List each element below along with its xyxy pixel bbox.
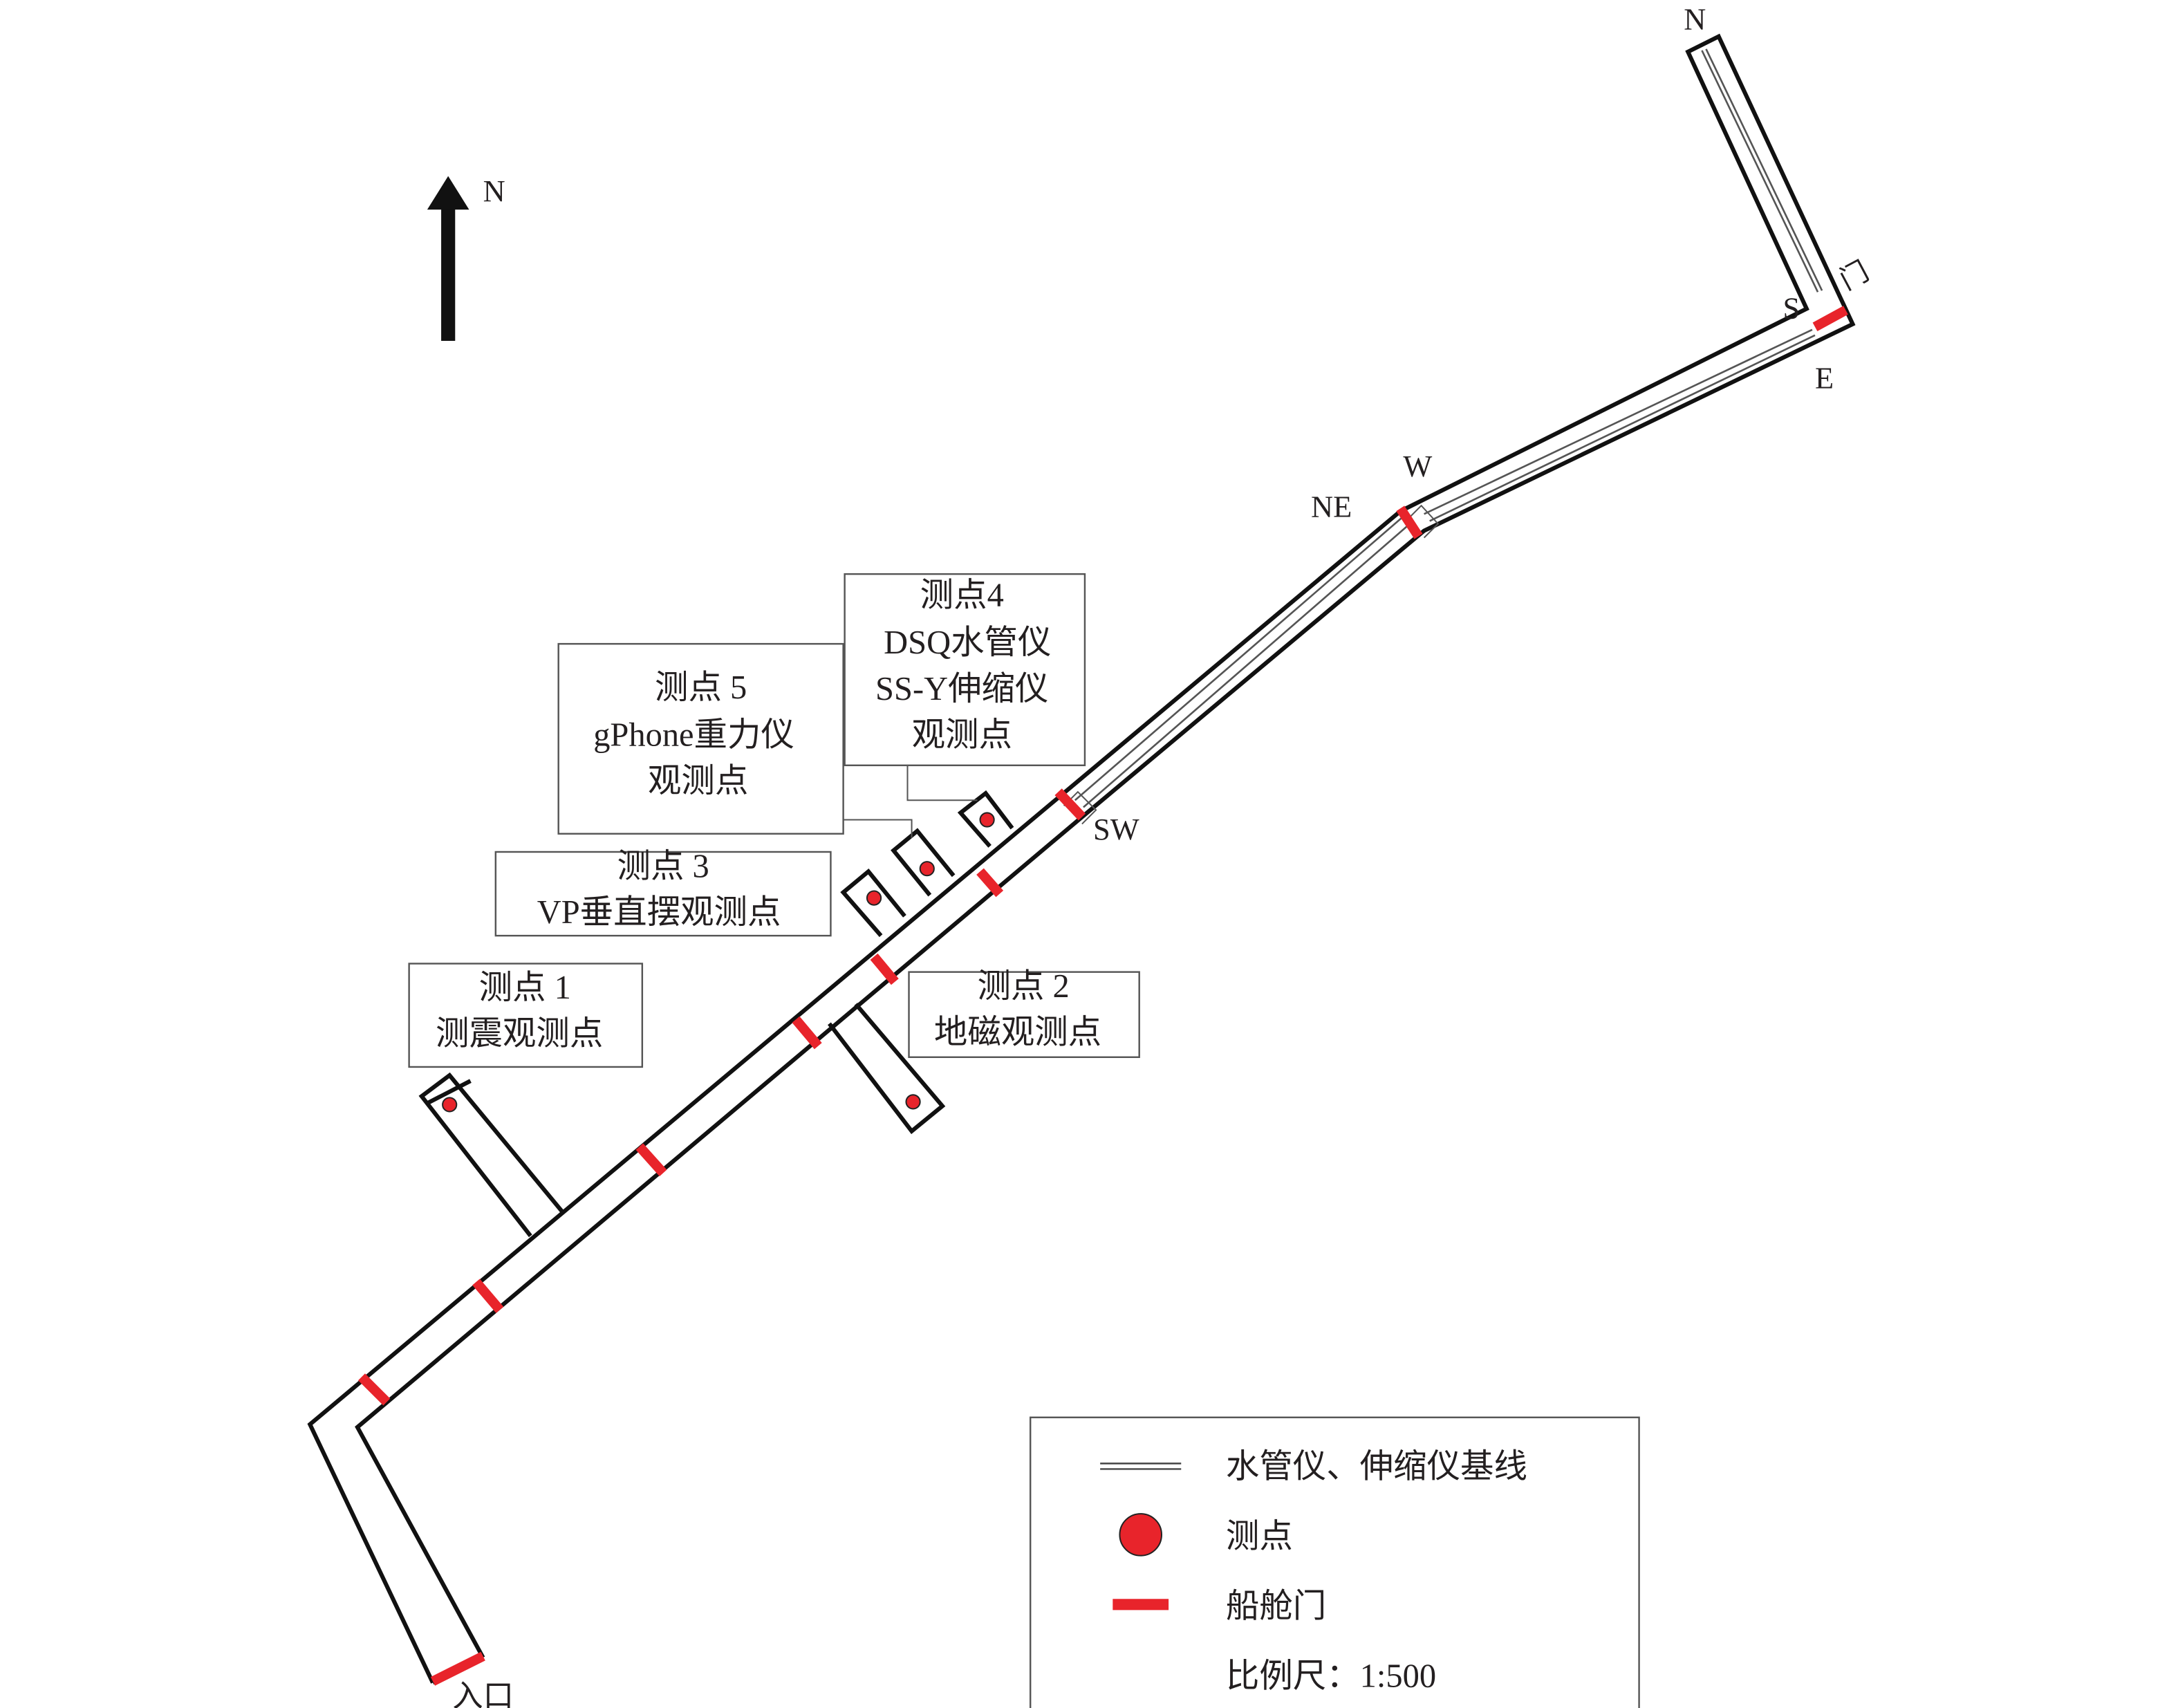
station-5-dot [919,861,935,877]
entrance-door [430,1651,485,1686]
svg-text:测点 2: 测点 2 [977,968,1069,1005]
station-5-alcove [891,828,956,897]
station-2-dot [905,1094,921,1110]
instrument-baseline [1063,48,1823,825]
station-2-branch [828,1003,946,1135]
door [635,1143,667,1177]
svg-text:DSQ水管仪: DSQ水管仪 [884,624,1051,661]
north-arrow-icon [427,176,469,341]
door [792,1016,822,1050]
svg-text:观测点: 观测点 [648,763,748,799]
station-4-alcove [957,790,1014,848]
station-5-leader [843,819,913,838]
svg-text:测点 3: 测点 3 [617,848,709,884]
legend: 水管仪、伸缩仪基线 测点 船舱门 比例尺：1:500 [1029,1416,1640,1708]
station-1-dot [442,1097,458,1113]
label-door: 门 [1834,255,1874,296]
station-3-label-box: 测点 3 VP垂直摆观测点 [494,848,832,937]
legend-scale: 比例尺：1:500 [1226,1658,1436,1694]
door [1396,505,1423,539]
station-2-label-box: 测点 2 地磁观测点 [908,968,1140,1059]
legend-item-baseline: 水管仪、伸缩仪基线 [1100,1449,1527,1485]
svg-text:测震观测点: 测震观测点 [436,1016,603,1052]
station-3-dot [866,890,882,906]
svg-text:SS-Y伸缩仪: SS-Y伸缩仪 [875,671,1048,707]
door [357,1373,391,1406]
door [976,868,1004,898]
svg-text:水管仪、伸缩仪基线: 水管仪、伸缩仪基线 [1226,1449,1527,1485]
label-north-end: N [1684,2,1706,37]
svg-text:船舱门: 船舱门 [1226,1588,1326,1625]
station-3-alcove [840,868,906,938]
label-west: W [1403,449,1432,483]
label-southwest: SW [1093,812,1139,846]
svg-text:测点: 测点 [1226,1519,1293,1555]
label-northeast: NE [1311,489,1352,523]
north-arrow-label: N [483,174,505,208]
station-1-label-box: 测点 1 测震观测点 [408,963,644,1068]
label-south: S [1783,291,1800,326]
svg-text:测点 5: 测点 5 [655,669,747,706]
door [1054,788,1086,821]
bulkhead-doors [357,306,1848,1686]
svg-text:地磁观测点: 地磁观测点 [934,1014,1101,1051]
station-swatch-icon [1119,1513,1163,1557]
station-4-label-box: 测点4 DSQ水管仪 SS-Y伸缩仪 观测点 [844,573,1086,766]
door [1812,306,1848,331]
door [870,953,899,985]
svg-text:gPhone重力仪: gPhone重力仪 [593,717,794,754]
station-4-leader [906,765,978,801]
label-entrance: 入口 [452,1679,514,1708]
station-5-label-box: 测点 5 gPhone重力仪 观测点 [557,642,844,835]
door [472,1279,504,1313]
svg-text:测点 1: 测点 1 [479,969,571,1006]
svg-text:观测点: 观测点 [912,717,1012,754]
legend-item-door: 船舱门 [1113,1588,1326,1625]
station-1-branch [418,1072,565,1238]
station-4-dot [979,812,995,828]
svg-text:VP垂直摆观测点: VP垂直摆观测点 [537,894,781,931]
label-east: E [1815,361,1834,396]
svg-text:测点4: 测点4 [920,577,1004,614]
legend-item-station: 测点 [1119,1513,1293,1557]
